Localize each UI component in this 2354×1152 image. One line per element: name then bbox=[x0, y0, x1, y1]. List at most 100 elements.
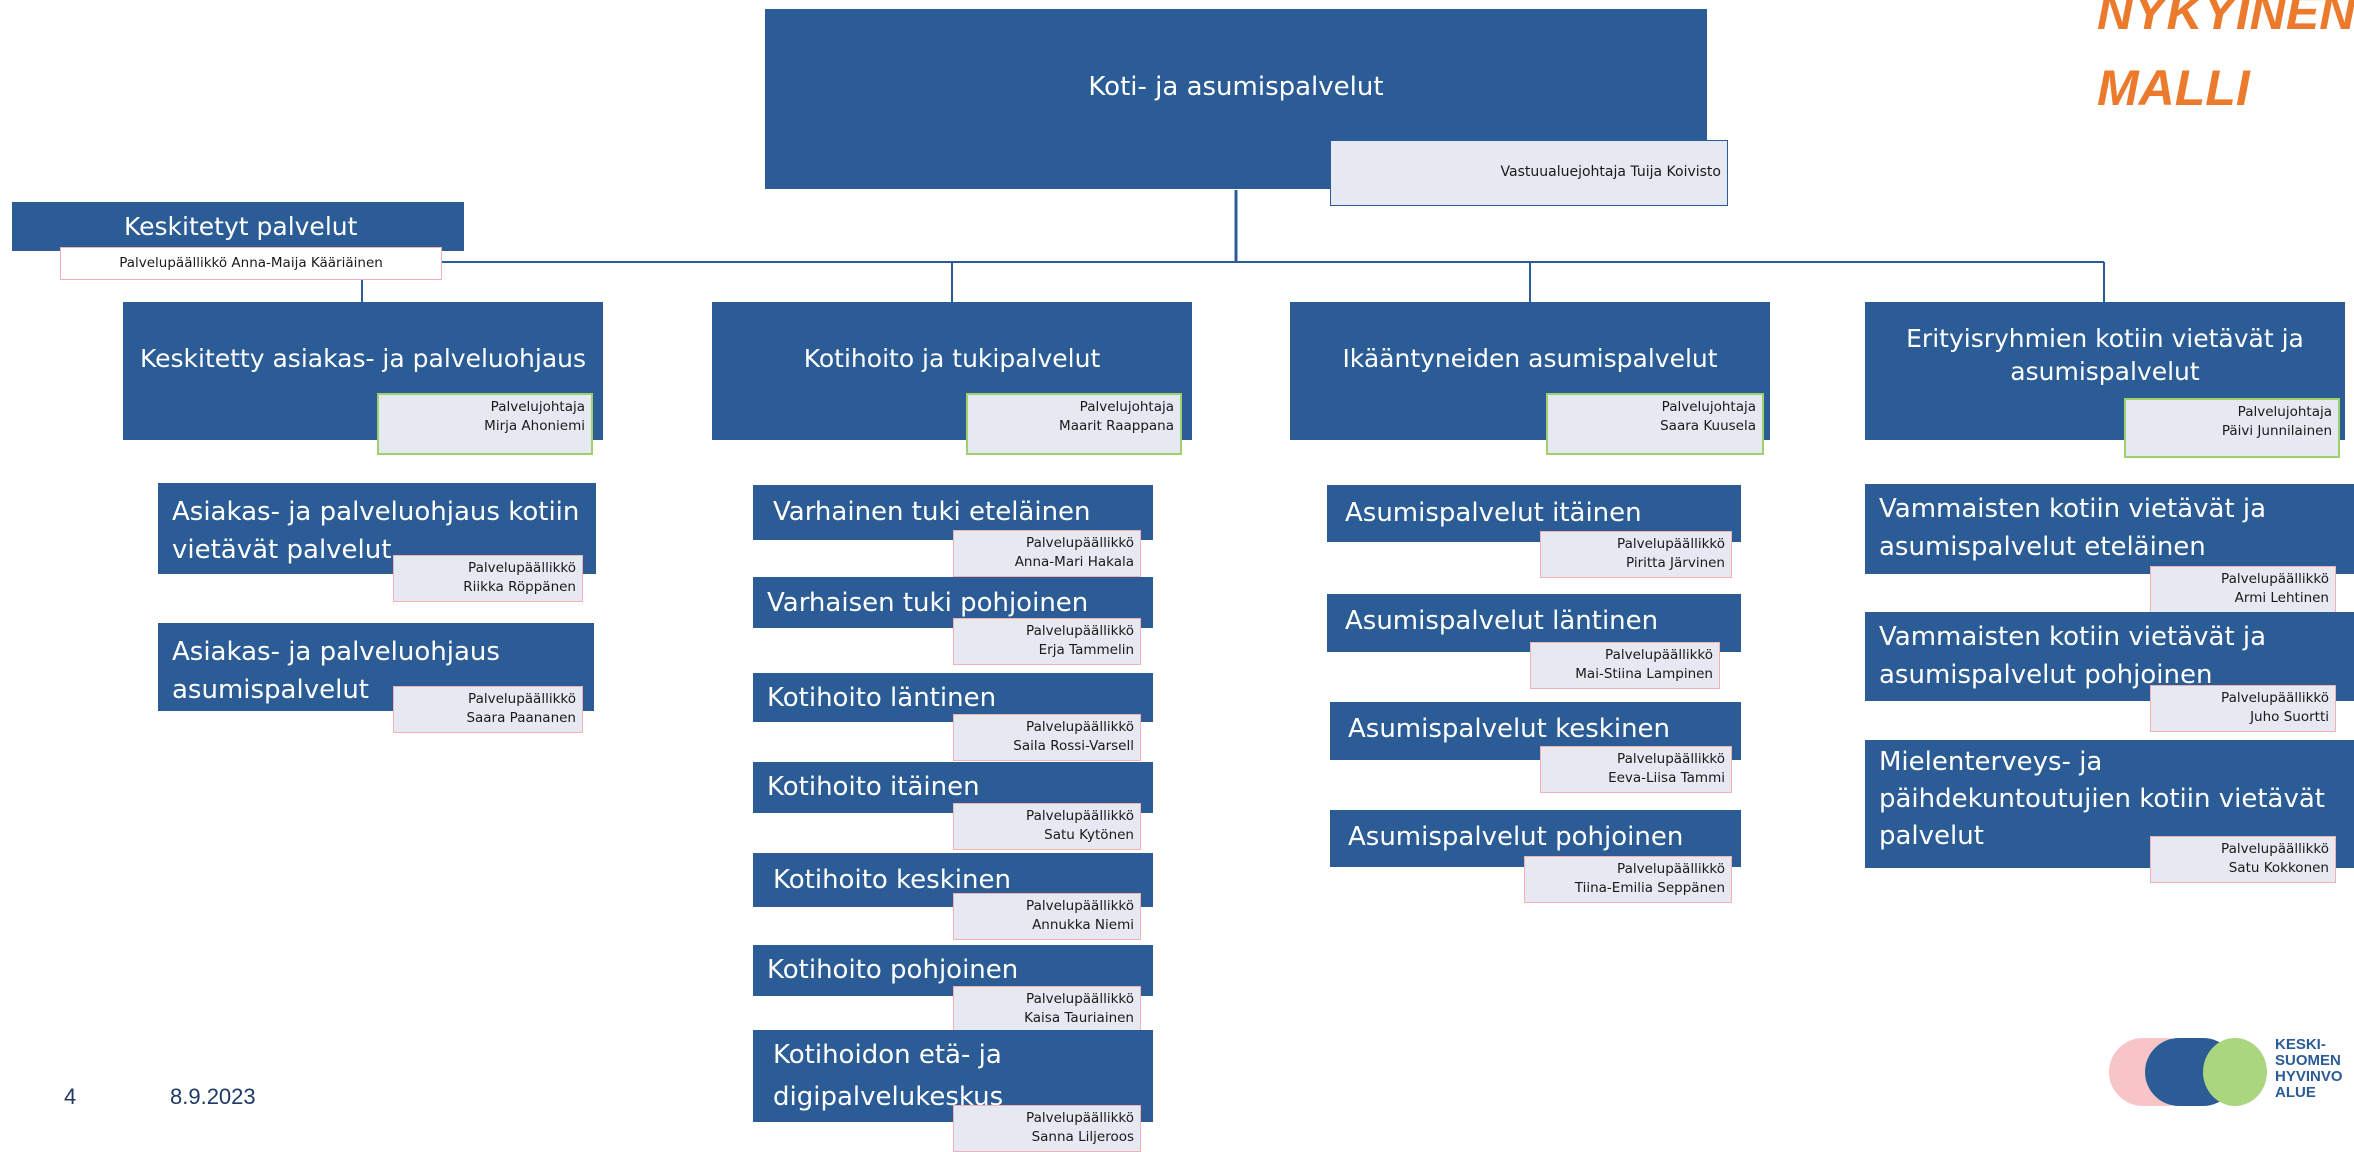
unit-leader-label: Palvelujohtaja Maarit Raappana bbox=[966, 393, 1182, 455]
subunit-box: Vammaisten kotiin vietävät ja asumispalv… bbox=[1865, 484, 2354, 574]
logo-text-line: ALUE bbox=[2275, 1084, 2316, 1101]
subunit-leader-name: Satu Kokkonen bbox=[2228, 860, 2329, 876]
logo-wordmark: KESKI- SUOMEN HYVINVO ALUE bbox=[2275, 1037, 2343, 1101]
footer-date: 8.9.2023 bbox=[170, 1084, 256, 1109]
subunit-leader-label: Palvelupäällikkö Sanna Liljeroos bbox=[953, 1105, 1141, 1152]
subunit-leader-role: Palvelupäällikkö bbox=[1617, 861, 1725, 877]
unit-title-line: asumispalvelut bbox=[2010, 357, 2200, 386]
subunit-leader-role: Palvelupäällikkö bbox=[468, 560, 576, 576]
subunit-title-line: vietävät palvelut bbox=[172, 535, 392, 565]
subunit-leader-label: Palvelupäällikkö Riikka Röppänen bbox=[393, 555, 583, 602]
subunit-leader-name: Mai-Stiina Lampinen bbox=[1575, 666, 1713, 682]
subunit-title-line: asumispalvelut bbox=[172, 675, 369, 705]
subunit-title-line: asumispalvelut eteläinen bbox=[1879, 532, 2206, 562]
subunit-leader-role: Palvelupäällikkö bbox=[1026, 535, 1134, 551]
subunit-leader-role: Palvelupäällikkö bbox=[1026, 623, 1134, 639]
subunit-leader-label: Palvelupäällikkö Satu Kytönen bbox=[953, 803, 1141, 850]
root-leader-label: Vastuualuejohtaja Tuija Koivisto bbox=[1330, 140, 1728, 206]
subunit-title: Kotihoito itäinen bbox=[767, 772, 980, 802]
subunit-leader-name: Armi Lehtinen bbox=[2234, 590, 2329, 606]
subunit-title: Kotihoito läntinen bbox=[767, 683, 997, 713]
subunit-leader-label: Palvelupäällikkö Erja Tammelin bbox=[953, 618, 1141, 665]
subunit-leader-role: Palvelupäällikkö bbox=[468, 691, 576, 707]
subunit-box: Asiakas- ja palveluohjaus asumispalvelut bbox=[158, 623, 594, 711]
subunit-title: Asumispalvelut itäinen bbox=[1345, 498, 1642, 528]
centralized-services-title: Keskitetyt palvelut bbox=[124, 212, 358, 241]
unit-leader-role: Palvelujohtaja bbox=[2237, 404, 2332, 420]
subunit-leader-name: Kaisa Tauriainen bbox=[1024, 1010, 1134, 1026]
centralized-services-box: Keskitetyt palvelut bbox=[12, 202, 464, 251]
subunit-leader-role: Palvelupäällikkö bbox=[1026, 991, 1134, 1007]
subunit-box: Vammaisten kotiin vietävät ja asumispalv… bbox=[1865, 612, 2354, 701]
page-number: 4 bbox=[64, 1084, 77, 1109]
subunit-title: Asumispalvelut pohjoinen bbox=[1348, 822, 1684, 852]
subunit-title-line: Vammaisten kotiin vietävät ja bbox=[1879, 622, 2267, 652]
subunit-leader-label: Palvelupäällikkö Eeva-Liisa Tammi bbox=[1540, 746, 1732, 793]
subunit-leader-label: Palvelupäällikkö Juho Suortti bbox=[2150, 685, 2336, 732]
subunit-box: Kotihoito läntinen bbox=[753, 673, 1153, 722]
subunit-leader-label: Palvelupäällikkö Kaisa Tauriainen bbox=[953, 986, 1141, 1033]
subunit-leader-role: Palvelupäällikkö bbox=[1617, 536, 1725, 552]
unit-leader-role: Palvelujohtaja bbox=[1661, 399, 1756, 415]
subunit-leader-name: Annukka Niemi bbox=[1032, 917, 1134, 933]
logo-text-line: SUOMEN bbox=[2275, 1052, 2341, 1069]
subunit-title-line: Asiakas- ja palveluohjaus kotiin bbox=[172, 497, 580, 527]
subunit-leader-role: Palvelupäällikkö bbox=[2221, 571, 2329, 587]
unit-title: Ikääntyneiden asumispalvelut bbox=[1342, 344, 1718, 373]
unit-title: Kotihoito ja tukipalvelut bbox=[803, 344, 1101, 373]
corner-title-line1: NYKYINEN bbox=[2097, 0, 2354, 40]
subunit-box: Asumispalvelut keskinen bbox=[1330, 702, 1741, 760]
logo-text-line: HYVINVO bbox=[2275, 1068, 2343, 1085]
unit-leader-role: Palvelujohtaja bbox=[490, 399, 585, 415]
unit-title-line: Erityisryhmien kotiin vietävät ja bbox=[1906, 324, 2304, 353]
subunit-title-line: Kotihoidon etä- ja bbox=[773, 1040, 1002, 1070]
unit-leader-role: Palvelujohtaja bbox=[1079, 399, 1174, 415]
subunit-title-line: Asiakas- ja palveluohjaus bbox=[172, 637, 500, 667]
unit-leader-label: Palvelujohtaja Saara Kuusela bbox=[1546, 393, 1764, 455]
subunit-leader-role: Palvelupäällikkö bbox=[1605, 647, 1713, 663]
subunit-title: Varhainen tuki eteläinen bbox=[773, 497, 1091, 527]
subunit-leader-name: Eeva-Liisa Tammi bbox=[1608, 770, 1725, 786]
centralized-leader-label: Palvelupäällikkö Anna-Maija Kääriäinen bbox=[60, 247, 442, 280]
unit-leader-name: Saara Kuusela bbox=[1660, 418, 1756, 434]
subunit-leader-role: Palvelupäällikkö bbox=[2221, 841, 2329, 857]
subunit-leader-name: Riikka Röppänen bbox=[463, 579, 576, 595]
subunit-title: Varhaisen tuki pohjoinen bbox=[767, 588, 1089, 618]
subunit-leader-label: Palvelupäällikkö Mai-Stiina Lampinen bbox=[1530, 642, 1720, 689]
subunit-leader-label: Palvelupäällikkö Piritta Järvinen bbox=[1540, 531, 1732, 578]
subunit-leader-label: Palvelupäällikkö Tiina-Emilia Seppänen bbox=[1524, 856, 1732, 903]
subunit-leader-name: Juho Suortti bbox=[2250, 709, 2329, 725]
unit-leader-name: Päivi Junnilainen bbox=[2221, 423, 2332, 439]
subunit-title-line: palvelut bbox=[1879, 821, 1984, 851]
unit-leader-name: Mirja Ahoniemi bbox=[484, 418, 585, 434]
unit-title: Keskitetty asiakas- ja palveluohjaus bbox=[139, 344, 587, 373]
subunit-leader-role: Palvelupäällikkö bbox=[2221, 690, 2329, 706]
subunit-leader-name: Saara Paananen bbox=[466, 710, 576, 726]
subunit-title: Asumispalvelut keskinen bbox=[1348, 714, 1671, 744]
subunit-leader-name: Erja Tammelin bbox=[1038, 642, 1134, 658]
logo-green-shape bbox=[2203, 1038, 2267, 1106]
subunit-leader-role: Palvelupäällikkö bbox=[1026, 898, 1134, 914]
subunit-title: Kotihoito pohjoinen bbox=[767, 955, 1019, 985]
subunit-box: Asumispalvelut läntinen bbox=[1327, 594, 1741, 652]
subunit-leader-label: Palvelupäällikkö Saara Paananen bbox=[393, 686, 583, 733]
unit-leader-label: Palvelujohtaja Päivi Junnilainen bbox=[2124, 398, 2340, 458]
subunit-title-line: Mielenterveys- ja bbox=[1879, 747, 2103, 777]
centralized-leader-text: Palvelupäällikkö Anna-Maija Kääriäinen bbox=[119, 255, 383, 271]
subunit-leader-label: Palvelupäällikkö Satu Kokkonen bbox=[2150, 836, 2336, 883]
subunit-leader-name: Anna-Mari Hakala bbox=[1014, 554, 1134, 570]
subunit-title: Kotihoito keskinen bbox=[773, 865, 1011, 895]
subunit-leader-name: Piritta Järvinen bbox=[1625, 555, 1725, 571]
root-leader-text: Vastuualuejohtaja Tuija Koivisto bbox=[1500, 164, 1721, 180]
corner-title-line2: MALLI bbox=[2097, 60, 2250, 116]
subunit-leader-label: Palvelupäällikkö Anna-Mari Hakala bbox=[953, 530, 1141, 577]
subunit-leader-label: Palvelupäällikkö Annukka Niemi bbox=[953, 893, 1141, 940]
subunit-leader-role: Palvelupäällikkö bbox=[1617, 751, 1725, 767]
subunit-title: Asumispalvelut läntinen bbox=[1345, 606, 1659, 636]
subunit-leader-name: Tiina-Emilia Seppänen bbox=[1574, 880, 1725, 896]
root-unit-title: Koti- ja asumispalvelut bbox=[1088, 72, 1384, 102]
subunit-title-line: Vammaisten kotiin vietävät ja bbox=[1879, 494, 2267, 524]
subunit-leader-role: Palvelupäällikkö bbox=[1026, 808, 1134, 824]
subunit-box: Asiakas- ja palveluohjaus kotiin vietävä… bbox=[158, 483, 596, 574]
subunit-title-line: päihdekuntoutujien kotiin vietävät bbox=[1879, 784, 2325, 814]
